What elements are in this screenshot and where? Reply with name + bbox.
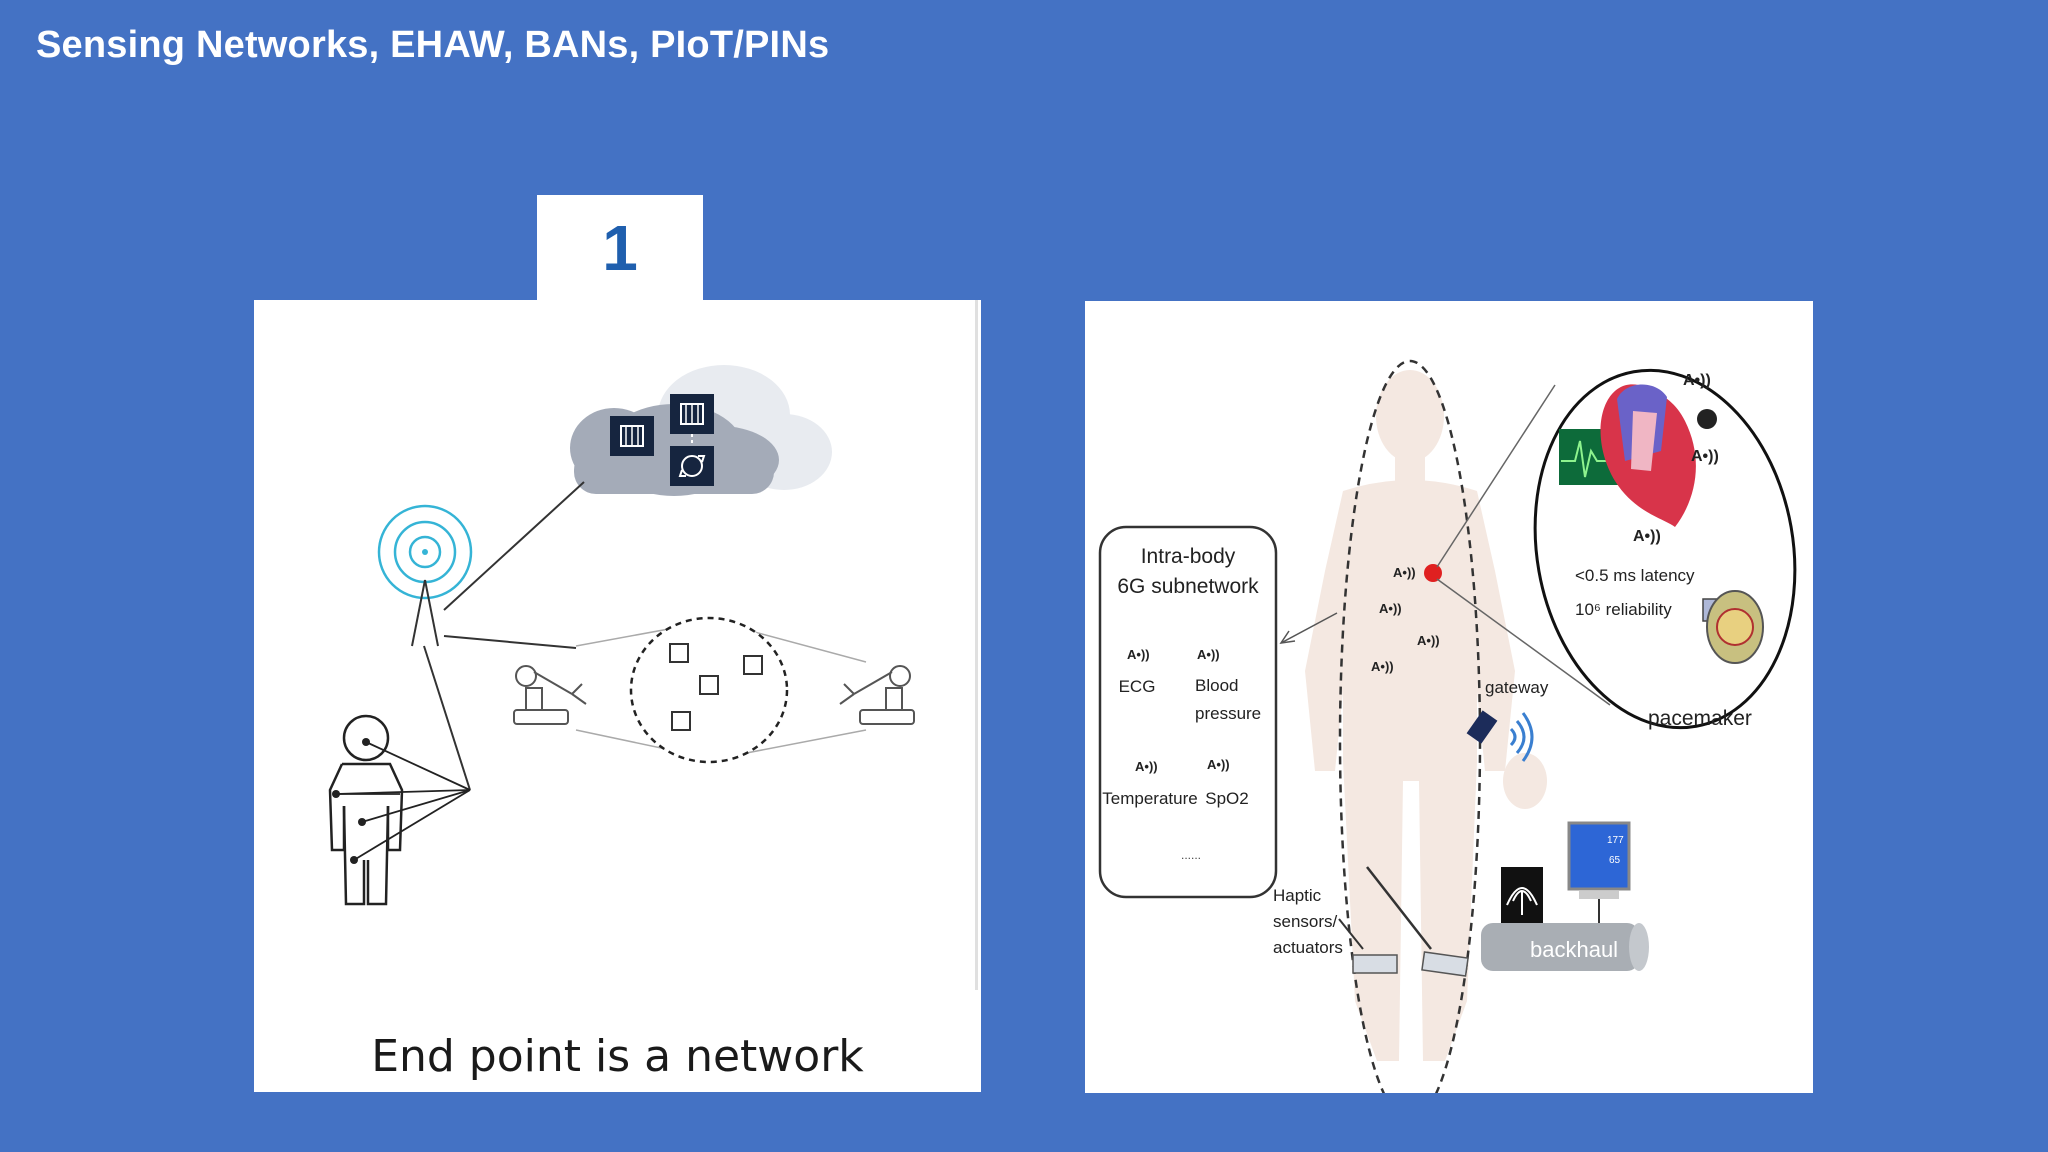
- monitor-value2: 65: [1609, 855, 1621, 866]
- svg-text:A•)): A•)): [1633, 528, 1661, 545]
- sensor-more-label: ......: [1181, 848, 1201, 862]
- server-icon: [610, 416, 654, 456]
- svg-text:A•)): A•)): [1683, 372, 1711, 389]
- wireless-antenna-icon: [377, 504, 473, 647]
- gateway-label: gateway: [1485, 678, 1549, 697]
- pacemaker-device-icon: [1702, 590, 1764, 664]
- signal-icons: A•)) A•)) A•)): [1633, 372, 1719, 545]
- chip-icons: [669, 643, 763, 731]
- monitor-value1: 177: [1607, 835, 1624, 846]
- panel-edge: [975, 300, 978, 990]
- gateway-device-icon: [1466, 710, 1498, 744]
- person-icon: [328, 714, 404, 906]
- haptic-label-line3: actuators: [1273, 938, 1343, 957]
- haptic-label-line2: sensors/: [1273, 912, 1338, 931]
- network-endpoint-figure: End point is a network: [254, 300, 981, 1092]
- sensor-temperature-label: Temperature: [1102, 789, 1197, 808]
- svg-text:A•)): A•)): [1691, 448, 1719, 465]
- sensor-signal-icons: A•)) A•)) A•)) A•)): [1127, 647, 1230, 774]
- subnetwork-title-line2: 6G subnetwork: [1117, 575, 1259, 598]
- device-icon: [1697, 409, 1717, 429]
- sync-icon: [670, 446, 714, 486]
- heart-icon: [1600, 384, 1696, 527]
- subnetwork-title-line1: Intra-body: [1141, 545, 1236, 568]
- body-sensor-icons: A•)) A•)) A•)) A•)): [1371, 565, 1440, 674]
- backhaul-label: backhaul: [1530, 937, 1618, 962]
- intra-body-diagram: A•)) A•)) A•)) A•)) A•)) A•)) A•)) <0.5 …: [1098, 359, 1797, 1093]
- pacemaker-label: pacemaker: [1648, 707, 1752, 730]
- wifi-signal-icon: [1509, 712, 1534, 762]
- backhaul-cylinder: [1481, 923, 1649, 971]
- svg-text:A•)): A•)): [1379, 601, 1402, 616]
- svg-text:A•)): A•)): [1127, 647, 1150, 662]
- figure-caption: End point is a network: [371, 1031, 864, 1082]
- body-sensor-links: [335, 741, 471, 861]
- sensor-ecg-label: ECG: [1119, 677, 1156, 696]
- svg-text:A•)): A•)): [1393, 565, 1416, 580]
- intra-body-network-figure: A•)) A•)) A•)) A•)) A•)) A•)) A•)) <0.5 …: [1085, 301, 1813, 1093]
- body-sensor-dots: [332, 738, 370, 864]
- svg-text:A•)): A•)): [1371, 659, 1394, 674]
- link-to-cloud: [443, 481, 585, 611]
- slide-title: Sensing Networks, EHAW, BANs, PIoT/PINs: [36, 24, 830, 66]
- haptic-actuator-icon: [1352, 954, 1398, 974]
- svg-text:A•)): A•)): [1197, 647, 1220, 662]
- reliability-label: 10⁶ reliability: [1575, 600, 1672, 619]
- robot-arm-icon: [513, 665, 587, 725]
- haptic-actuator-icon: [1421, 951, 1469, 977]
- sensor-blood-label-line1: Blood: [1195, 676, 1238, 695]
- haptic-label-line1: Haptic: [1273, 886, 1322, 905]
- svg-text:A•)): A•)): [1135, 759, 1158, 774]
- latency-label: <0.5 ms latency: [1575, 566, 1695, 585]
- human-body-silhouette: [1305, 370, 1547, 1061]
- intra-body-subnetwork-box: [1098, 525, 1278, 899]
- svg-text:A•)): A•)): [1207, 757, 1230, 772]
- slide-number-badge: 1: [537, 195, 703, 301]
- sensor-blood-label-line2: pressure: [1195, 704, 1261, 723]
- robot-arm-icon: [839, 665, 915, 725]
- link-to-body: [423, 645, 471, 791]
- network-diagram: [328, 365, 915, 906]
- svg-text:A•)): A•)): [1417, 633, 1440, 648]
- subnetwork-pointer: [1280, 612, 1338, 644]
- server-icon: [670, 394, 714, 434]
- link-to-factory: [443, 635, 577, 649]
- sensor-spo2-label: SpO2: [1205, 789, 1248, 808]
- computer-monitor-icon: 177 65: [1567, 821, 1631, 925]
- pacemaker-location-marker: [1424, 564, 1442, 582]
